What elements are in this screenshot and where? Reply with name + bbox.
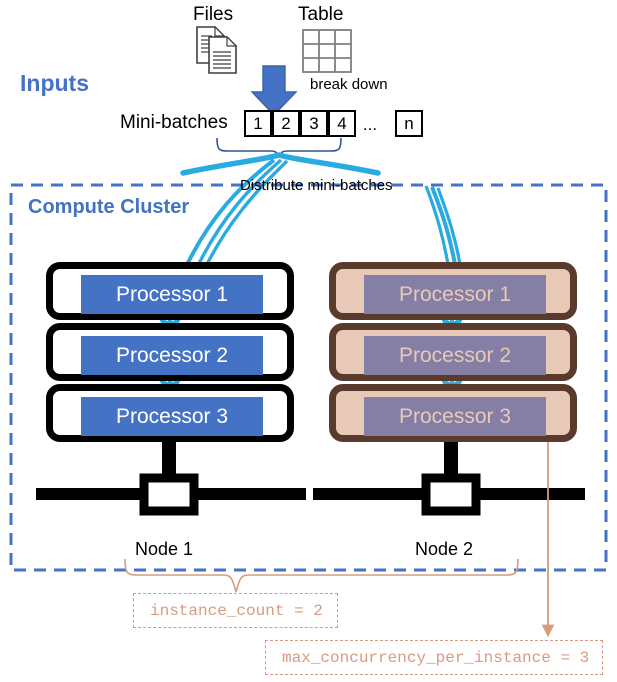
processor-unit-node2-3[interactable]: Processor 3 [329,384,577,442]
break-down-label: break down [310,76,388,93]
minibatch-ellipsis: ... [362,115,378,134]
processor-label: Processor 3 [364,397,546,436]
minibatch-cell[interactable]: 3 [300,110,328,137]
processor-unit-node2-2[interactable]: Processor 2 [329,323,577,381]
processor-unit-node1-1[interactable]: Processor 1 [46,262,294,320]
processor-unit-node1-2[interactable]: Processor 2 [46,323,294,381]
node-stand-icon-node1 [36,440,306,516]
minibatch-cell[interactable]: 2 [272,110,300,137]
minibatch-cell-last[interactable]: n [395,110,423,137]
processor-unit-node1-3[interactable]: Processor 3 [46,384,294,442]
instance-count-annotation: instance_count = 2 [133,593,338,628]
arrow-down-icon-breakdown [250,65,298,117]
minibatch-cell[interactable]: 1 [244,110,272,137]
mini-batches-label: Mini-batches [120,112,228,133]
compute-cluster-label: Compute Cluster [28,196,190,218]
minibatch-cell[interactable]: 4 [328,110,356,137]
documents-icon [196,25,238,74]
processor-unit-node2-1[interactable]: Processor 1 [329,262,577,320]
processor-label: Processor 2 [364,336,546,375]
curly-brace-icon-instance-count [124,558,519,593]
table-label: Table [298,4,344,25]
processor-label: Processor 2 [81,336,263,375]
processor-label: Processor 1 [364,275,546,314]
node-2-label: Node 2 [415,539,474,559]
max-concurrency-annotation: max_concurrency_per_instance = 3 [265,640,603,675]
files-label: Files [193,4,234,25]
node-1-label: Node 1 [135,539,194,559]
processor-label: Processor 1 [81,275,263,314]
node-stand-icon-node2 [313,440,585,516]
table-grid-icon [302,29,352,73]
distribute-mini-batches-label: Distribute mini-batches [240,177,393,194]
processor-label: Processor 3 [81,397,263,436]
compute-cluster-boundary [9,183,608,572]
inputs-section-label: Inputs [20,70,89,96]
